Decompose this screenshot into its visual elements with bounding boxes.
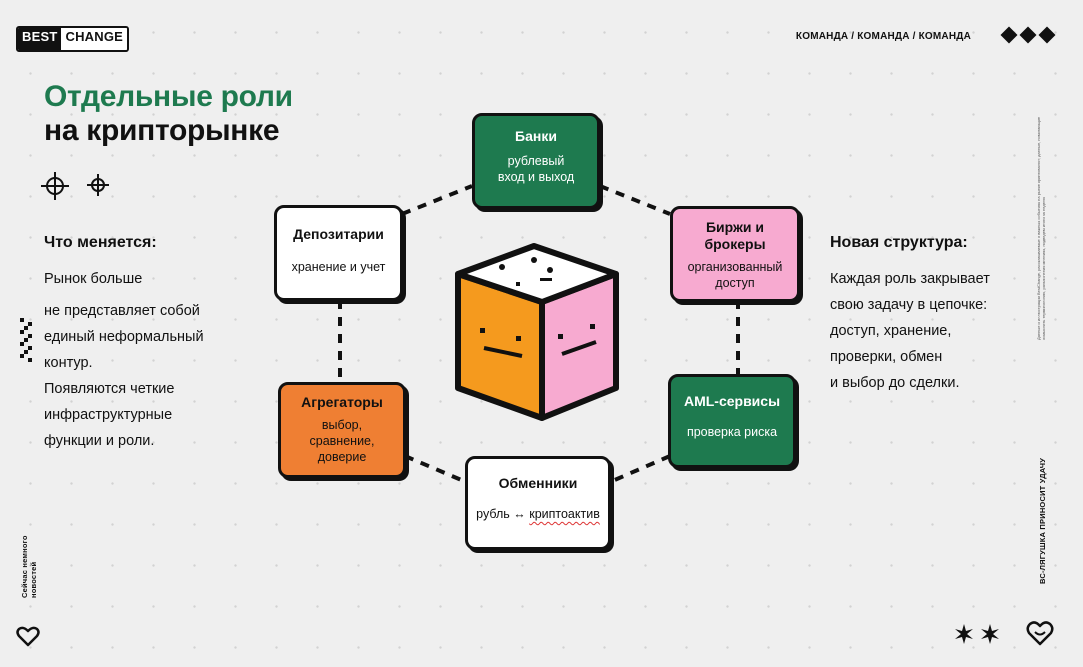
crosshair-icon	[41, 172, 69, 200]
left-line: не представляет собой	[44, 303, 200, 319]
logo-part-change: CHANGE	[61, 28, 128, 50]
left-line: контур.	[44, 355, 93, 371]
cube-mascot-illustration	[455, 243, 619, 421]
node-aml-services: AML-сервисы проверка риска	[668, 374, 796, 468]
node-depositaries-title: Депозитарии	[293, 226, 384, 242]
heart-smile-icon[interactable]	[1026, 620, 1054, 646]
left-line: функции и роли.	[44, 433, 155, 449]
left-vertical-caption: Сейчас немного новостей	[20, 535, 38, 598]
node-exchanges-title-line: Биржи и	[705, 219, 765, 235]
node-banks-sub-line: рублевый	[507, 154, 565, 168]
disclaimer-vertical: Данные и иллюстрации BestChange, рассказ…	[1036, 116, 1046, 340]
node-exchanges-brokers: Биржи и брокеры организованный доступ	[670, 206, 800, 302]
left-line: Рынок больше	[44, 271, 143, 287]
page-title: Отдельные роли на крипторынке	[44, 80, 293, 148]
right-line: свою задачу в цепочке:	[830, 297, 988, 313]
right-line: и выбор до сделки.	[830, 375, 960, 391]
right-line: проверки, обмен	[830, 349, 943, 365]
bestchange-logo[interactable]: BEST CHANGE	[16, 26, 130, 52]
node-exchanges-title-line: брокеры	[704, 236, 766, 252]
right-line: доступ, хранение,	[830, 323, 952, 339]
node-exchangers: Обменники рубль ↔ криптоактив	[465, 456, 611, 550]
node-exchanges-sub-line: организованный	[687, 260, 783, 274]
node-exchanges-title: Биржи и брокеры	[673, 219, 797, 253]
heart-icon[interactable]	[16, 625, 40, 647]
node-banks-sub-line: вход и выход	[497, 170, 575, 184]
right-heading: Новая структура:	[830, 234, 968, 251]
node-aggregators-sub-line: сравнение,	[309, 434, 375, 448]
node-aggregators: Агрегаторы выбор, сравнение, доверие	[278, 382, 406, 478]
title-line-2: на крипторынке	[44, 114, 280, 147]
node-aggregators-sub-line: выбор,	[321, 418, 363, 432]
sparkles-icon	[955, 624, 999, 644]
node-depositaries: Депозитарии хранение и учет	[274, 205, 403, 301]
right-line: Каждая роль закрывает	[830, 271, 990, 287]
node-exchangers-sub-a: рубль ↔	[476, 507, 530, 521]
left-text: Рынок больше не представляет собой едины…	[44, 266, 204, 454]
node-aggregators-sub-line: доверие	[317, 450, 367, 464]
title-line-1: Отдельные роли	[44, 80, 293, 113]
node-banks-subtitle: рублевый вход и выход	[475, 153, 597, 185]
right-text: Каждая роль закрывает свою задачу в цепо…	[830, 266, 990, 396]
logo-part-best: BEST	[18, 28, 62, 50]
left-heading: Что меняется:	[44, 234, 157, 251]
crosshair-small-icon	[87, 174, 109, 196]
breadcrumb[interactable]: КОМАНДА / КОМАНДА / КОМАНДА	[795, 31, 971, 42]
node-aggregators-title: Агрегаторы	[301, 394, 383, 410]
node-aml-subtitle: проверка риска	[686, 425, 778, 439]
left-line: инфраструктурные	[44, 407, 173, 423]
left-line: Появляются четкие	[44, 381, 175, 397]
node-exchangers-title: Обменники	[498, 475, 578, 491]
node-exchanges-sub-line: доступ	[715, 276, 755, 290]
node-exchangers-subtitle: рубль ↔ криптоактив	[468, 506, 608, 522]
node-banks: Банки рублевый вход и выход	[472, 113, 600, 209]
node-aggregators-subtitle: выбор, сравнение, доверие	[281, 417, 403, 465]
node-banks-title: Банки	[515, 128, 557, 144]
right-vertical-caption: ВС-ЛЯГУШКА ПРИНОСИТ УДАЧУ	[1038, 457, 1047, 584]
node-aml-title: AML-сервисы	[683, 393, 781, 409]
node-exchanges-subtitle: организованный доступ	[673, 259, 797, 291]
node-depositaries-subtitle: хранение и учет	[291, 260, 386, 274]
checker-pattern-icon	[20, 318, 32, 362]
node-exchangers-sub-b: криптоактив	[529, 507, 600, 521]
left-line: единый неформальный	[44, 329, 204, 345]
